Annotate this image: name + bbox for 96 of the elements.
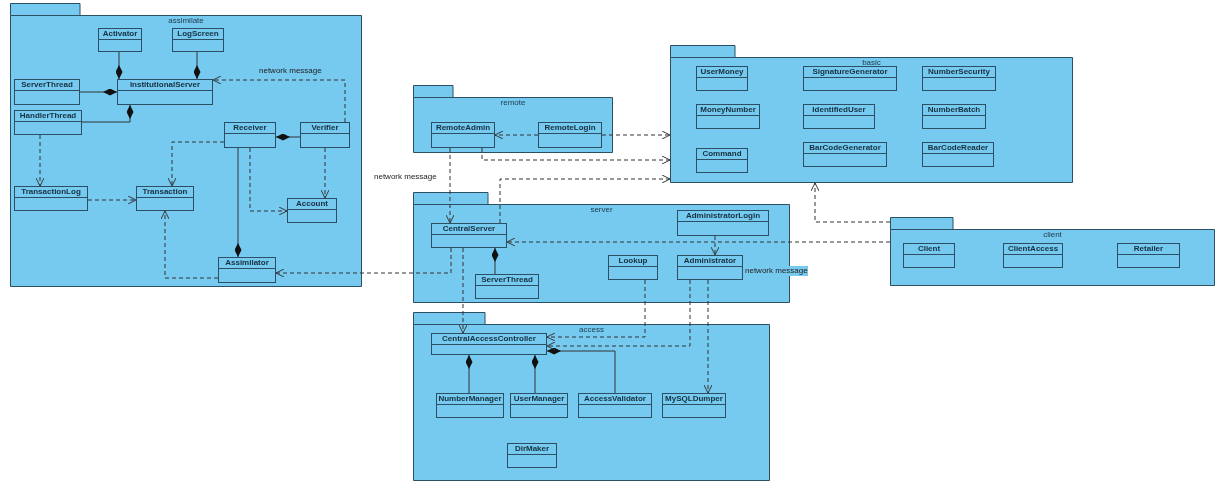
package-name: client: [1043, 230, 1062, 240]
composition-line: [234, 147, 242, 258]
class-box: [507, 443, 557, 468]
composition-line: [531, 354, 539, 394]
class-name: NumberBatch: [927, 105, 981, 115]
class-name: CentralAccessController: [442, 334, 536, 344]
class-name: Account: [296, 199, 328, 209]
composition-line: [79, 88, 118, 96]
class-name: AdministratorLogin: [685, 211, 761, 221]
class-name: MoneyNumber: [700, 105, 756, 115]
class-box: [696, 104, 760, 129]
class-box: [803, 66, 897, 91]
class-box: [1117, 243, 1180, 268]
class-box: [696, 66, 748, 91]
class-name: Retailer: [1133, 244, 1164, 254]
class-name: Lookup: [618, 256, 648, 266]
class-name: DirMaker: [514, 444, 550, 454]
package: [413, 85, 613, 153]
class-name: InstitutionalServer: [129, 80, 201, 90]
composition-line: [81, 104, 134, 123]
package-name: server: [590, 205, 613, 215]
composition-line: [465, 354, 473, 394]
class-name: ClientAccess: [1007, 244, 1059, 254]
class-name: RemoteLogin: [544, 123, 596, 133]
class-box: [14, 186, 88, 211]
class-name: ServerThread: [21, 80, 73, 90]
class-name: NumberManager: [438, 394, 502, 404]
class-box: [431, 333, 547, 355]
package: [413, 312, 770, 481]
class-name: Administrator: [683, 256, 737, 266]
class-box: [218, 257, 276, 283]
class-box: [803, 142, 887, 167]
class-name: CentralServer: [442, 224, 496, 234]
class-name: Activator: [102, 29, 138, 39]
class-name: BarCodeReader: [927, 143, 989, 153]
class-name: Transaction: [142, 187, 188, 197]
class-box: [803, 104, 875, 129]
class-name: Assimilator: [225, 258, 269, 268]
edge-label: network message: [373, 172, 438, 182]
class-name: IdentifiedUser: [812, 105, 866, 115]
class-name: SignatureGenerator: [812, 67, 888, 77]
class-box: [578, 393, 652, 418]
class-box: [136, 186, 194, 211]
class-box: [608, 255, 658, 280]
class-box: [677, 210, 769, 236]
class-name: Command: [702, 149, 742, 159]
class-box: [431, 122, 495, 148]
composition-line: [275, 133, 301, 141]
class-name: UserMoney: [700, 67, 744, 77]
class-box: [538, 122, 602, 148]
edge-label: network message: [258, 66, 323, 76]
class-box: [677, 255, 743, 280]
class-box: [300, 122, 350, 148]
class-box: [172, 28, 224, 52]
class-name: Verifier: [311, 123, 339, 133]
composition-line: [491, 247, 499, 275]
class-box: [662, 393, 726, 418]
class-name: ServerThread: [481, 275, 533, 285]
composition-line: [115, 51, 123, 80]
class-name: HandlerThread: [19, 111, 77, 121]
class-box: [475, 274, 539, 299]
class-box: [14, 79, 80, 105]
package-name: basic: [862, 58, 881, 68]
class-name: Receiver: [233, 123, 267, 133]
package: [10, 3, 362, 287]
class-box: [287, 198, 337, 223]
class-box: [922, 66, 996, 91]
class-name: RemoteAdmin: [435, 123, 491, 133]
class-box: [436, 393, 504, 418]
class-name: TransactionLog: [21, 187, 81, 197]
class-box: [922, 142, 994, 167]
composition-line: [193, 51, 201, 80]
package: [890, 217, 1215, 286]
class-name: NumberSecurity: [928, 67, 990, 77]
package: [670, 45, 1073, 183]
class-box: [98, 28, 142, 52]
package-name: access: [579, 325, 604, 335]
package-name: remote: [500, 98, 526, 108]
node-caption: network message: [745, 266, 808, 276]
class-box: [1003, 243, 1063, 268]
class-box: [510, 393, 568, 418]
class-box: [696, 148, 748, 173]
class-box: [224, 122, 276, 148]
class-box: [922, 104, 986, 129]
class-name: BarCodeGenerator: [809, 143, 881, 153]
class-box: [14, 110, 82, 135]
class-box: [903, 243, 955, 268]
class-name: AccessValidator: [584, 394, 646, 404]
class-box: [117, 79, 213, 105]
composition-line: [546, 347, 616, 394]
package-name: assimilate: [168, 16, 204, 26]
class-box: [431, 223, 507, 248]
class-name: LogScreen: [177, 29, 219, 39]
class-name: Client: [917, 244, 941, 254]
class-name: UserManager: [513, 394, 565, 404]
class-name: MySQLDumper: [665, 394, 723, 404]
